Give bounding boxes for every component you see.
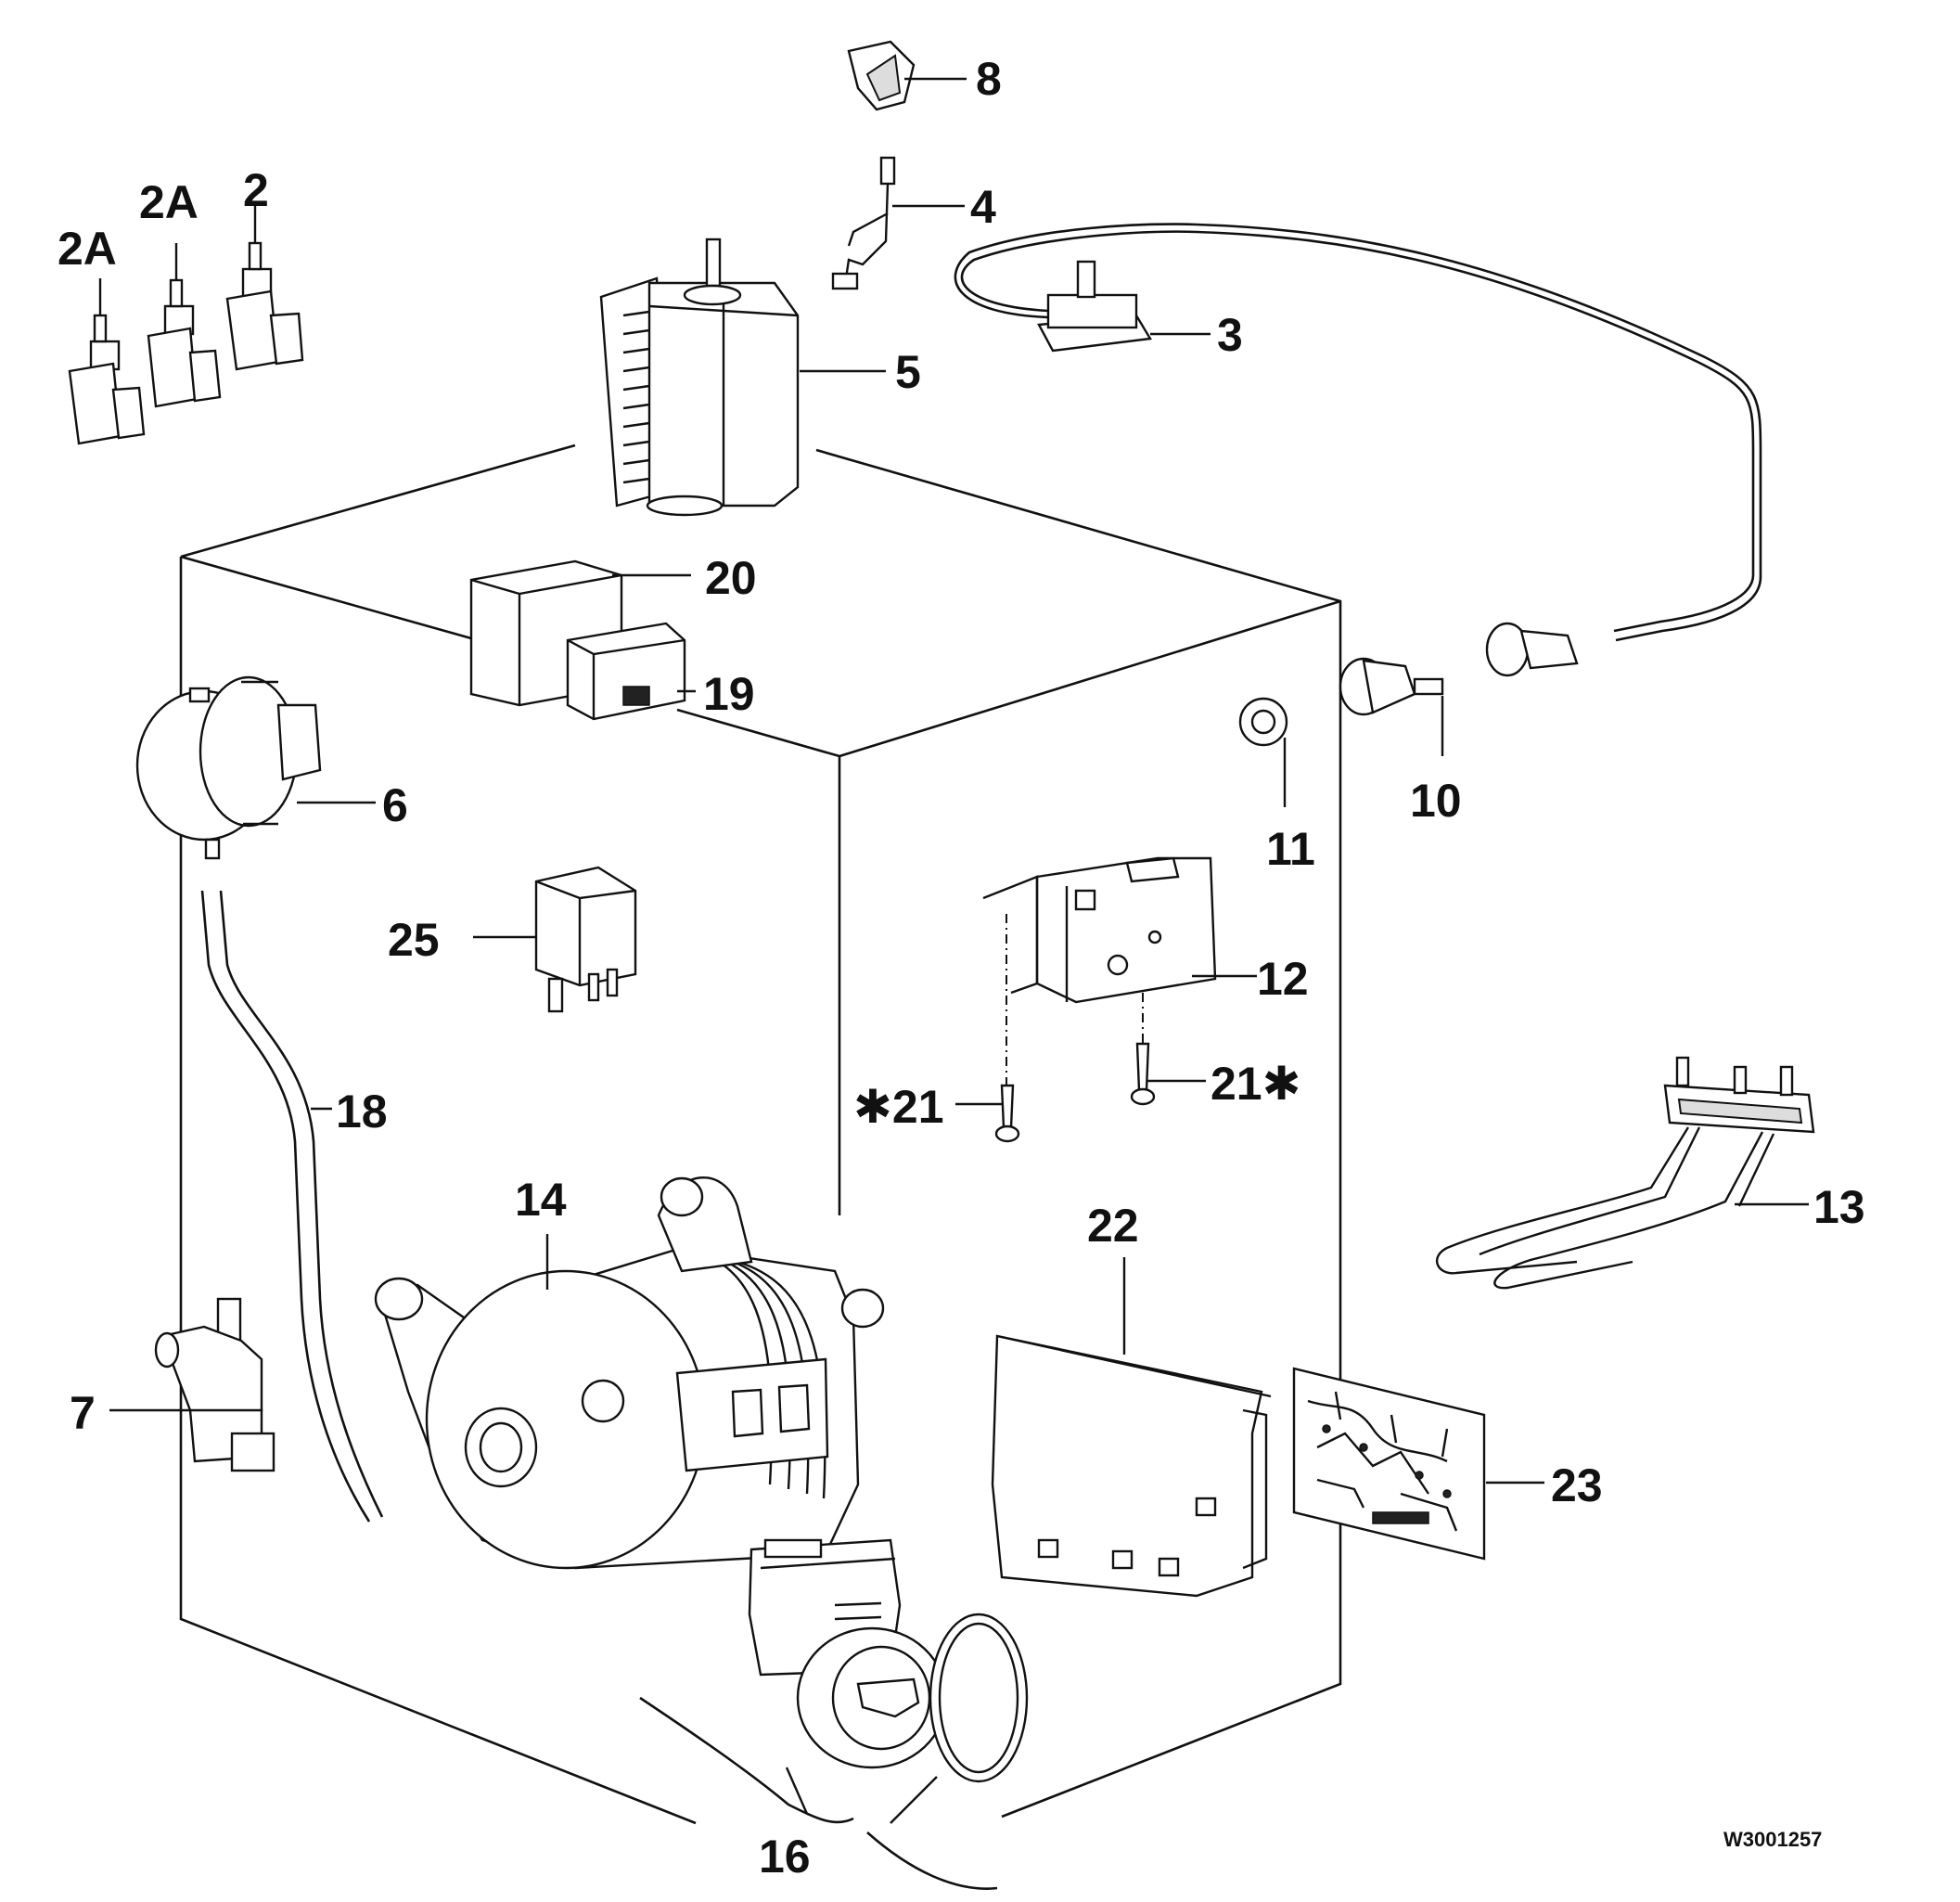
part-10-probe (1339, 657, 1444, 756)
label-3: 3 (1217, 309, 1243, 361)
label-18: 18 (336, 1086, 388, 1137)
part-6-door-lock (135, 675, 376, 860)
part-7-valve (109, 1297, 275, 1472)
part-4-wire (831, 156, 965, 290)
part-25-suppressor (473, 866, 637, 1013)
label-12: 12 (1257, 953, 1309, 1005)
part-18-hose (200, 890, 384, 1523)
label-10: 10 (1410, 775, 1462, 827)
label-22: 22 (1087, 1200, 1139, 1252)
drawing-code: W3001257 (1723, 1828, 1822, 1851)
label-21-right: 21✱ (1211, 1058, 1301, 1110)
part-5-timer (599, 238, 886, 517)
part-16-pump (639, 1538, 1029, 1890)
label-11: 11 (1266, 823, 1315, 875)
label-6: 6 (382, 779, 408, 831)
part-21-screws (955, 914, 1206, 1143)
cabinet-outline (179, 443, 1342, 1825)
label-13: 13 (1813, 1181, 1865, 1233)
label-19: 19 (703, 668, 755, 720)
label-21-left: ✱21 (853, 1081, 944, 1133)
label-2: 2 (243, 164, 269, 216)
label-16: 16 (759, 1831, 811, 1883)
part-3-thermostat (954, 223, 1762, 677)
label-7: 7 (70, 1387, 96, 1439)
part-19-connector (566, 622, 696, 721)
part-12-pressure-switch (982, 856, 1257, 1004)
part-22-control-board (991, 1257, 1272, 1598)
timer-fins (622, 310, 650, 484)
label-25: 25 (388, 914, 440, 966)
label-23: 23 (1551, 1459, 1603, 1511)
part-23-pcb (1292, 1367, 1544, 1561)
label-14: 14 (515, 1174, 567, 1226)
part-labels: 8 4 2A 2A 2 3 5 20 19 6 11 10 25 12 ✱21 … (58, 53, 1865, 1883)
part-2-switches (68, 206, 304, 445)
label-20: 20 (705, 552, 757, 604)
label-4: 4 (970, 181, 996, 233)
part-8-clip (847, 40, 967, 111)
label-2a-middle: 2A (139, 176, 199, 228)
part-13-heater (1436, 1056, 1815, 1290)
label-2a-left: 2A (58, 223, 117, 275)
part-11-grommet (1238, 697, 1288, 807)
part-14-motor (374, 1176, 885, 1570)
label-8: 8 (976, 53, 1002, 105)
label-5: 5 (895, 346, 921, 398)
